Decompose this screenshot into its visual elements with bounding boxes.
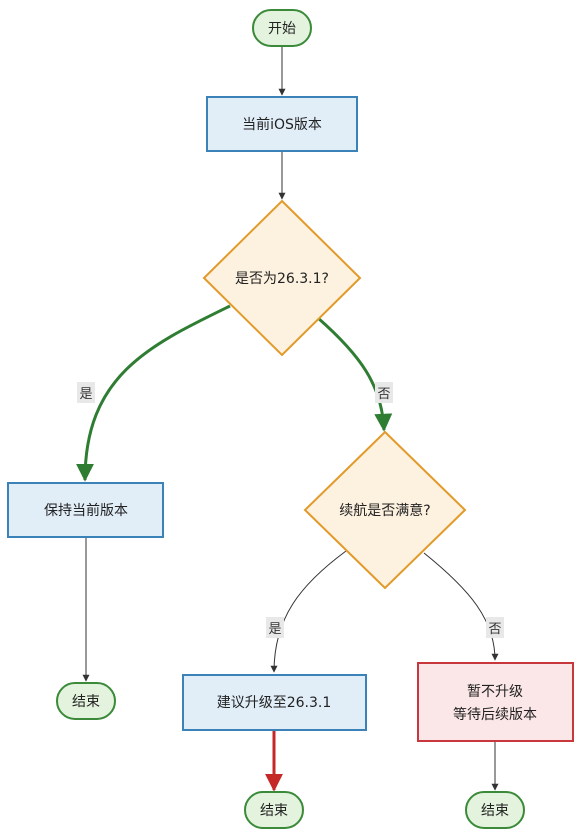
end-node-middle: 结束 [244,791,304,829]
end-node-right: 结束 [465,791,525,829]
suggest-upgrade-label: 建议升级至26.3.1 [217,695,332,711]
edge-battery-yes-to-suggest [270,550,347,673]
decision-version-label: 是否为26.3.1? [235,271,329,287]
keep-version-node: 保持当前版本 [7,482,164,538]
defer-upgrade-label-line2: 等待后续版本 [453,706,537,723]
svg-text:是: 是 [268,622,281,637]
svg-text:否: 否 [488,622,501,637]
defer-upgrade-label-line1: 暂不升级 [467,684,523,700]
start-label: 开始 [268,21,296,37]
current-version-node: 当前iOS版本 [206,96,358,152]
edge-decision-no-to-battery [317,316,393,432]
decision-version-node: 是否为26.3.1? [202,199,362,357]
end-node-left: 结束 [56,682,116,720]
edge-label-version-yes: 是 [77,382,95,403]
end-left-label: 结束 [72,694,100,710]
edge-decision-yes-to-keep [76,304,231,482]
start-node: 开始 [252,9,312,47]
edge-label-battery-yes: 是 [266,617,284,638]
decision-battery-node: 续航是否满意? [303,430,467,590]
decision-battery-label: 续航是否满意? [339,502,430,519]
edge-label-battery-no: 否 [486,617,504,638]
svg-text:是: 是 [79,387,92,402]
svg-text:否: 否 [377,387,390,402]
suggest-upgrade-node: 建议升级至26.3.1 [182,674,367,731]
keep-version-label: 保持当前版本 [44,502,128,519]
edge-battery-no-to-defer [423,552,499,661]
current-version-label: 当前iOS版本 [242,116,322,133]
end-right-label: 结束 [481,803,509,819]
defer-upgrade-node: 暂不升级 等待后续版本 [417,662,574,742]
edge-label-version-no: 否 [375,382,393,403]
end-middle-label: 结束 [260,803,288,819]
